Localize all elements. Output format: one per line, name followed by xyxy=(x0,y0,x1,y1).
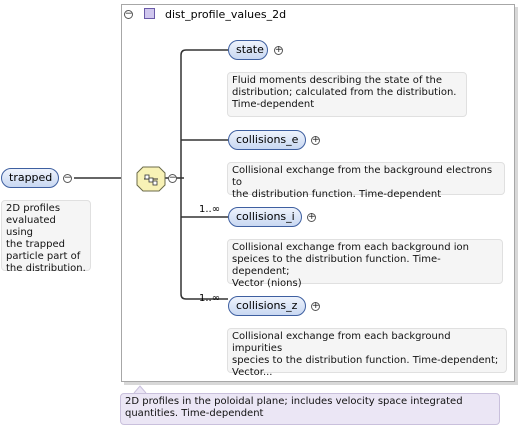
element-state[interactable]: state xyxy=(228,40,268,60)
doc-line: speices to the distribution function. Ti… xyxy=(232,254,441,277)
doc-line: Time-dependent xyxy=(232,99,315,110)
expand-state-toggle[interactable]: + xyxy=(274,45,283,55)
doc-line: the distribution function. Time-dependen… xyxy=(232,189,442,200)
collisions-i-documentation: Collisional exchange from each backgroun… xyxy=(227,239,503,289)
type-documentation: 2D profiles in the poloidal plane; inclu… xyxy=(120,393,500,425)
doc-line: Collisional exchange from each backgroun… xyxy=(232,331,451,354)
element-label: state xyxy=(236,43,264,56)
root-doc-line: the trapped xyxy=(6,239,65,250)
root-doc-line: evaluated using xyxy=(6,215,56,238)
multiplicity-collisions-i: 1..∞ xyxy=(199,204,221,215)
collisions-z-documentation: Collisional exchange from each backgroun… xyxy=(227,328,507,378)
element-label: collisions_e xyxy=(236,133,299,146)
multiplicity-collisions-z: 1..∞ xyxy=(199,293,221,304)
expand-collisions-e-toggle[interactable]: + xyxy=(311,135,320,145)
sequence-icon xyxy=(136,166,166,192)
doc-line: Vector... xyxy=(232,367,273,378)
root-element-trapped[interactable]: trapped xyxy=(1,168,59,188)
root-element-label: trapped xyxy=(9,171,53,184)
root-doc-line: particle part of xyxy=(6,251,81,262)
root-doc-line: 2D profiles xyxy=(6,203,61,214)
root-collapse-toggle[interactable]: − xyxy=(63,173,72,183)
expand-collisions-z-toggle[interactable]: + xyxy=(311,301,320,311)
complex-type-icon xyxy=(144,8,155,19)
element-collisions-e[interactable]: collisions_e xyxy=(228,130,306,150)
root-documentation: 2D profiles evaluated using the trapped … xyxy=(1,200,91,274)
type-title: dist_profile_values_2d xyxy=(165,8,287,21)
doc-line: Fluid moments describing the state of th… xyxy=(232,75,442,86)
sequence-compositor[interactable] xyxy=(136,166,166,195)
element-label: collisions_i xyxy=(236,210,295,223)
doc-line: distribution; calculated from the distri… xyxy=(232,87,457,98)
expand-collisions-i-toggle[interactable]: + xyxy=(307,212,316,222)
doc-line: Vector (nions) xyxy=(232,278,302,289)
element-collisions-z[interactable]: collisions_z xyxy=(228,296,306,316)
collisions-e-documentation: Collisional exchange from the background… xyxy=(227,162,505,200)
sequence-collapse-toggle[interactable]: − xyxy=(168,173,177,183)
type-collapse-toggle[interactable]: − xyxy=(124,9,133,19)
doc-line: species to the distribution function. Ti… xyxy=(232,355,499,366)
root-doc-line: the distribution. xyxy=(6,263,86,274)
element-label: collisions_z xyxy=(236,299,298,312)
doc-line: Collisional exchange from each backgroun… xyxy=(232,242,469,253)
doc-line: quantities. Time-dependent xyxy=(125,408,264,419)
doc-line: Collisional exchange from the background… xyxy=(232,165,493,188)
doc-line: 2D profiles in the poloidal plane; inclu… xyxy=(125,396,463,407)
element-collisions-i[interactable]: collisions_i xyxy=(228,207,302,227)
state-documentation: Fluid moments describing the state of th… xyxy=(227,72,467,117)
